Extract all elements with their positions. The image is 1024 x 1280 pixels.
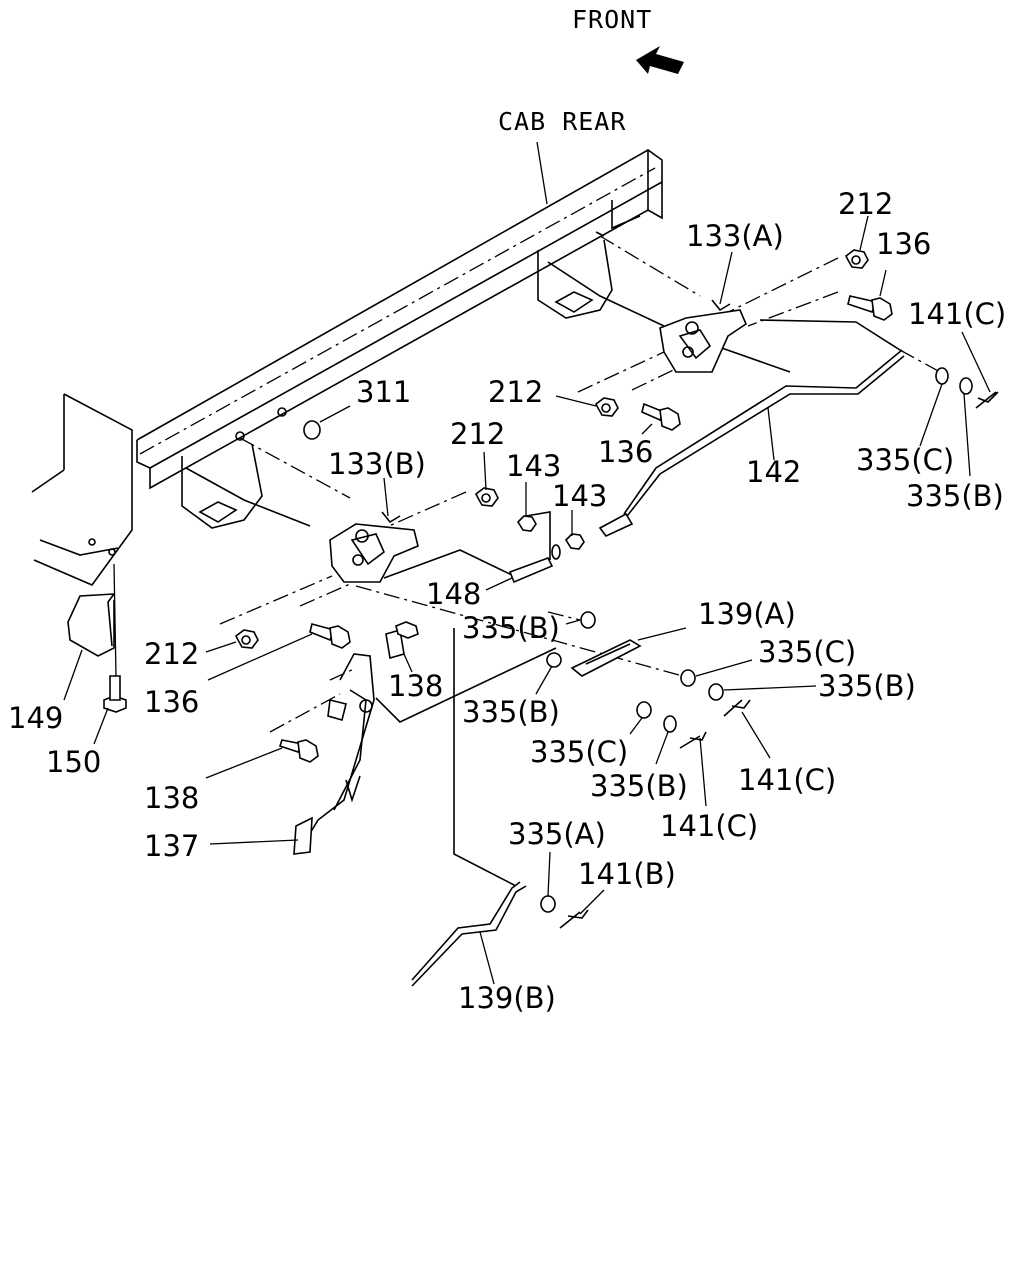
callout-335c: 335(C) — [530, 735, 628, 769]
callout-212: 212 — [838, 187, 893, 221]
cab-rear-crossmember — [31, 149, 665, 586]
part-139b-rod — [411, 881, 527, 987]
cab-rear-label: CAB REAR — [498, 107, 626, 136]
callout-141c: 141(C) — [908, 297, 1006, 331]
part-136-138-bolts — [103, 295, 893, 763]
cab-rear-leader — [536, 141, 548, 205]
callout-143: 143 — [552, 479, 607, 513]
callout-335b: 335(B) — [462, 695, 560, 729]
callout-139a: 139(A) — [698, 597, 796, 631]
callout-335c: 335(C) — [758, 635, 856, 669]
callout-212: 212 — [450, 417, 505, 451]
callout-138: 138 — [144, 781, 199, 815]
callout-141c: 141(C) — [660, 809, 758, 843]
callout-335b: 335(B) — [906, 479, 1004, 513]
part-143-nuts-148-plate — [508, 511, 585, 584]
part-137-lever — [293, 653, 375, 855]
callout-335b: 335(B) — [818, 669, 916, 703]
part-141-clips — [559, 391, 999, 929]
callout-150: 150 — [46, 745, 101, 779]
callout-212: 212 — [488, 375, 543, 409]
callout-137: 137 — [144, 829, 199, 863]
callout-133a: 133(A) — [686, 219, 784, 253]
callout-133b: 133(B) — [328, 447, 426, 481]
callout-311: 311 — [356, 375, 411, 409]
front-arrow-icon — [636, 46, 684, 74]
callout-labels: 212 136 133(A) 141(C) 311 212 136 142 33… — [8, 187, 1006, 1015]
callout-136: 136 — [598, 435, 653, 469]
callout-335c: 335(C) — [856, 443, 954, 477]
part-311-grommet — [303, 420, 321, 440]
callout-141b: 141(B) — [578, 857, 676, 891]
callout-149: 149 — [8, 701, 63, 735]
callout-335b: 335(B) — [462, 611, 560, 645]
callout-139b: 139(B) — [458, 981, 556, 1015]
callout-143: 143 — [506, 449, 561, 483]
callout-136: 136 — [144, 685, 199, 719]
part-149-strap — [67, 563, 117, 677]
callout-138: 138 — [388, 669, 443, 703]
callout-142: 142 — [746, 455, 801, 489]
connection-lines — [375, 319, 901, 887]
front-label: FRONT — [572, 5, 652, 34]
part-133b-latch — [329, 511, 419, 583]
callout-141c: 141(C) — [738, 763, 836, 797]
callout-335b: 335(B) — [590, 769, 688, 803]
leader-lines — [63, 215, 991, 985]
part-142-rod — [598, 349, 905, 537]
part-212-nuts — [234, 249, 869, 649]
part-133a-latch — [659, 299, 747, 373]
callout-335a: 335(A) — [508, 817, 606, 851]
part-139a-link — [570, 639, 642, 677]
callout-136: 136 — [876, 227, 931, 261]
callout-212: 212 — [144, 637, 199, 671]
callout-148: 148 — [426, 577, 481, 611]
